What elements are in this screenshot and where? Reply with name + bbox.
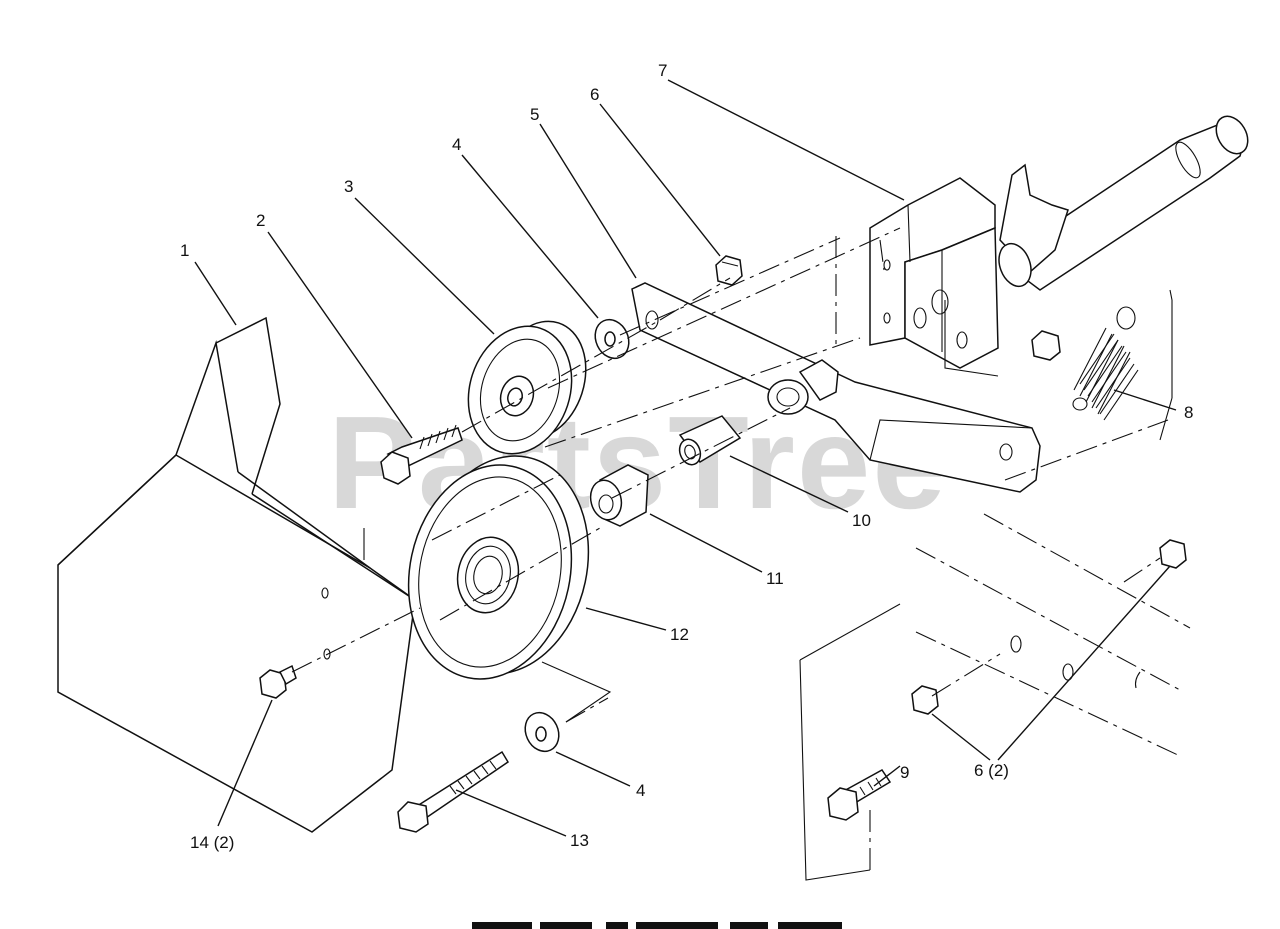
- part-1-belt-guard: [57, 316, 416, 833]
- callout-4-top: 4: [452, 135, 461, 154]
- callouts: 1 2 3 4 5 6 7 8 10 11 12 4 13 14 (2) 9 6…: [180, 61, 1193, 852]
- assembly-lines: [291, 227, 1191, 870]
- callout-11: 11: [766, 569, 784, 588]
- detail-hardware: [827, 539, 1187, 821]
- callout-10: 10: [852, 511, 871, 530]
- leader-lines: [194, 79, 1177, 837]
- callout-6-bottom: 6 (2): [974, 761, 1009, 780]
- part-5-idler-arm: [631, 282, 1041, 493]
- part-12-drive-pulley: [407, 455, 590, 680]
- part-14-bolt: [259, 664, 297, 699]
- part-11-bushing: [589, 464, 649, 527]
- callout-13: 13: [570, 831, 589, 850]
- callout-2: 2: [256, 211, 265, 230]
- callout-9: 9: [900, 763, 909, 782]
- callout-8: 8: [1184, 403, 1193, 422]
- part-13-long-bolt: [397, 750, 510, 833]
- part-6-nut-top: [715, 255, 743, 286]
- part-4-washer-bottom: [524, 711, 560, 753]
- part-8-spring: [1072, 306, 1139, 421]
- reference-lines: [363, 289, 1173, 881]
- part-3-idler-pulley: [467, 320, 587, 455]
- callout-7: 7: [658, 61, 667, 80]
- callout-4-bottom: 4: [636, 781, 645, 800]
- callout-1: 1: [180, 241, 189, 260]
- cropped-caption-remnant: [472, 922, 842, 929]
- part-2-bolt: [380, 424, 463, 485]
- part-7-bracket-shaft: [869, 115, 1249, 369]
- part-4-washer-top: [594, 318, 630, 360]
- callout-5: 5: [530, 105, 539, 124]
- callout-6-top: 6: [590, 85, 599, 104]
- callout-14: 14 (2): [190, 833, 234, 852]
- callout-12: 12: [670, 625, 689, 644]
- part-10-spacer: [678, 415, 742, 466]
- callout-3: 3: [344, 177, 353, 196]
